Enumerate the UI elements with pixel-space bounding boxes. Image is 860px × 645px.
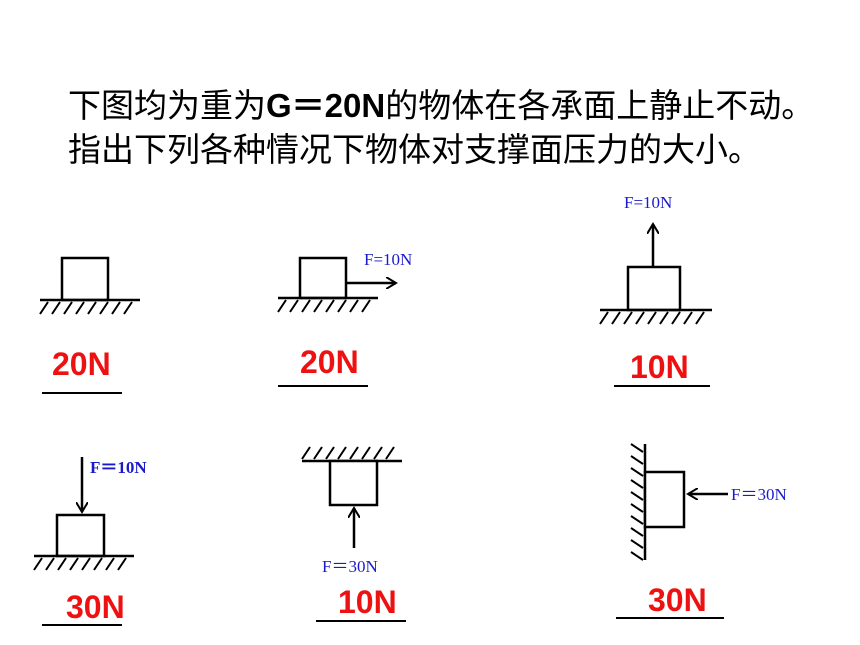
- floor-hatching: [599, 311, 705, 325]
- block: [643, 470, 686, 529]
- floor-hatching: [39, 301, 133, 315]
- answer-blank-6: [616, 617, 724, 619]
- answer-blank-5: [316, 620, 406, 622]
- force-label: F＝30N: [322, 557, 378, 576]
- panel-6-wall: F＝30N: [630, 443, 787, 561]
- answer-1: 20N: [52, 346, 111, 382]
- force-label: F＝30N: [731, 485, 787, 504]
- answer-blank-3: [614, 385, 710, 387]
- question-text: 下图均为重为G＝20N的物体在各承面上静止不动。指出下列各种情况下物体对支撑面压…: [68, 84, 828, 172]
- force-label: F=10N: [364, 250, 412, 269]
- answer-blank-1: [42, 392, 122, 394]
- answer-3: 10N: [630, 349, 689, 385]
- block: [328, 459, 379, 507]
- panel-5-ceiling: F＝30N: [301, 446, 402, 576]
- answer-blank-2: [278, 385, 368, 387]
- block: [60, 256, 110, 302]
- panel-1-block-on-floor: [39, 256, 140, 315]
- answer-5: 10N: [338, 584, 397, 620]
- question-weight: G＝20N: [266, 87, 386, 124]
- floor-hatching: [277, 299, 371, 313]
- block: [298, 256, 348, 300]
- panel-4-downward-force: F＝10N: [33, 457, 147, 571]
- block: [626, 265, 682, 312]
- answer-2: 20N: [300, 344, 359, 380]
- floor-hatching: [33, 557, 127, 571]
- question-part2: 的物体在各承面上静止不动。指出下列各种情况下物体对支撑面压力的大小。: [68, 86, 815, 169]
- answer-4: 30N: [66, 589, 125, 625]
- answer-6: 30N: [648, 582, 707, 618]
- wall-hatching: [630, 443, 644, 561]
- force-label: F=10N: [624, 193, 672, 212]
- question-part1: 下图均为重为: [68, 86, 266, 125]
- block: [55, 513, 106, 558]
- force-label: F＝10N: [90, 458, 147, 477]
- answer-blank-4: [42, 624, 122, 626]
- ceiling-hatching: [301, 446, 395, 460]
- panel-3-upward-force: F=10N: [599, 193, 712, 325]
- panel-2-horizontal-force: F=10N: [277, 250, 412, 313]
